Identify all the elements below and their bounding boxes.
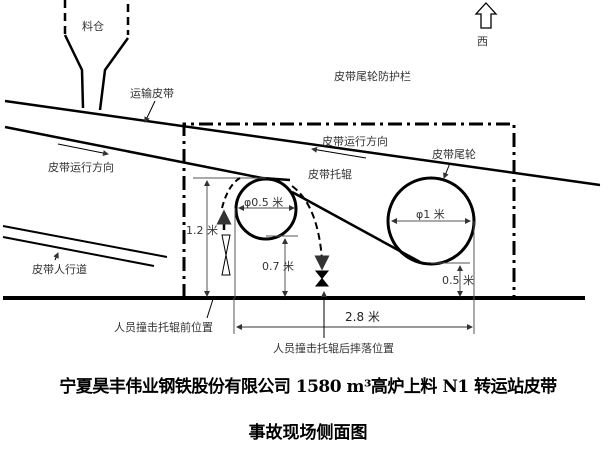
person-after-icon — [314, 270, 330, 287]
idler-label: 皮带托辊 — [308, 167, 352, 181]
belt-direction-arrow-right — [311, 146, 367, 159]
belt-direction-label-left: 皮带运行方向 — [48, 160, 114, 174]
idler-roller — [234, 177, 298, 241]
caption-line-2: 事故现场侧面图 — [248, 423, 368, 443]
conveyor-belt-label: 运输皮带 — [130, 86, 174, 100]
west-arrow-icon — [474, 2, 498, 29]
caption-line-1: 宁夏昊丰伟业钢铁股份有限公司 1580 m³高炉上料 N1 转运站皮带 — [59, 377, 557, 397]
conveyor-belt-pointer — [144, 100, 156, 123]
hopper-label: 料仓 — [82, 19, 104, 33]
tail-pulley-diameter-label: φ1 米 — [416, 208, 445, 221]
tail-pulley-pointer — [443, 162, 451, 179]
person-before-icon — [221, 234, 231, 276]
height-0-5-label: 0.5 米 — [442, 274, 474, 287]
walkway-pointer — [53, 252, 59, 261]
pos-after-label: 人员撞击托辊后摔落位置 — [273, 341, 394, 355]
walkway — [2, 225, 168, 267]
pos-before-label: 人员撞击托辊前位置 — [114, 320, 213, 334]
tail-pulley-guard — [182, 122, 516, 298]
belt-direction-arrow-left — [57, 143, 109, 156]
west-label: 西 — [477, 35, 488, 48]
height-0-7-label: 0.7 米 — [262, 260, 294, 273]
fall-trajectory — [291, 185, 323, 261]
tail-guard-label: 皮带尾轮防护栏 — [334, 69, 411, 83]
return-belt — [291, 190, 421, 264]
walkway-label: 皮带人行道 — [32, 262, 87, 276]
tail-pulley-label: 皮带尾轮 — [432, 147, 476, 161]
pos-before-pointer — [206, 295, 215, 319]
hopper — [63, 0, 130, 111]
idler-diameter-label: φ0.5 米 — [244, 196, 283, 209]
belt-direction-label-right: 皮带运行方向 — [322, 134, 388, 148]
height-1-2-label: 1.2 米 — [186, 224, 218, 237]
distance-2-8-label: 2.8 米 — [345, 310, 380, 324]
trajectory-before — [221, 177, 241, 209]
